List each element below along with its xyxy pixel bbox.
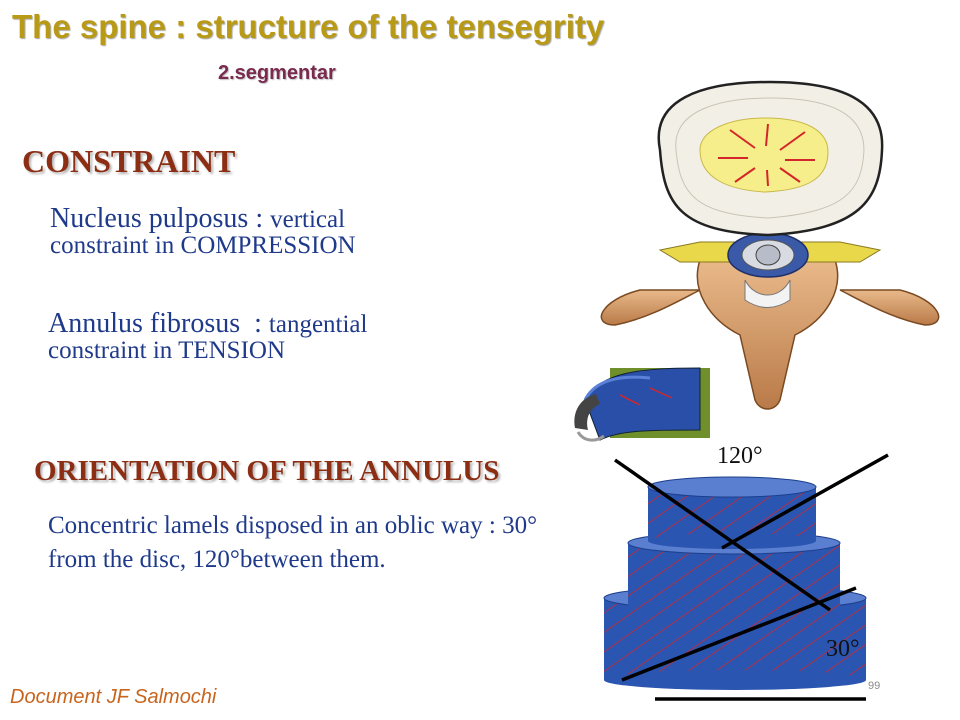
- constraint-heading: CONSTRAINT: [22, 143, 236, 179]
- slide-subtitle: 2.segmentar: [218, 62, 336, 84]
- page-number: 99: [868, 680, 881, 692]
- annulus-separator: :: [240, 308, 269, 339]
- angle-30-label: 30°: [826, 636, 860, 662]
- annulus-desc-rest: constraint in TENSION: [48, 337, 286, 365]
- nucleus-pulposus-item: Nucleus pulposus : vertical constraint i…: [50, 204, 356, 260]
- nucleus-separator: :: [248, 203, 271, 234]
- nucleus-desc-rest: constraint in COMPRESSION: [50, 232, 356, 260]
- orientation-heading: ORIENTATION OF THE ANNULUS: [34, 455, 500, 487]
- vertebra-illustration: [600, 80, 940, 410]
- nucleus-desc-first: vertical: [270, 206, 346, 233]
- document-credit: Document JF Salmochi: [10, 686, 217, 708]
- angle-120-label: 120°: [717, 443, 763, 469]
- slide-title: The spine : structure of the tensegrity: [12, 8, 605, 45]
- annulus-desc-first: tangential: [268, 311, 368, 338]
- stacked-discs-diagram: [603, 453, 889, 701]
- annulus-fibrosus-item: Annulus fibrosus : tangential constraint…: [48, 309, 367, 365]
- nucleus-term: Nucleus pulposus: [50, 203, 249, 234]
- annulus-layer-illustration: [574, 367, 710, 442]
- annulus-term: Annulus fibrosus: [48, 308, 241, 339]
- orientation-body: Concentric lamels disposed in an oblic w…: [48, 512, 538, 574]
